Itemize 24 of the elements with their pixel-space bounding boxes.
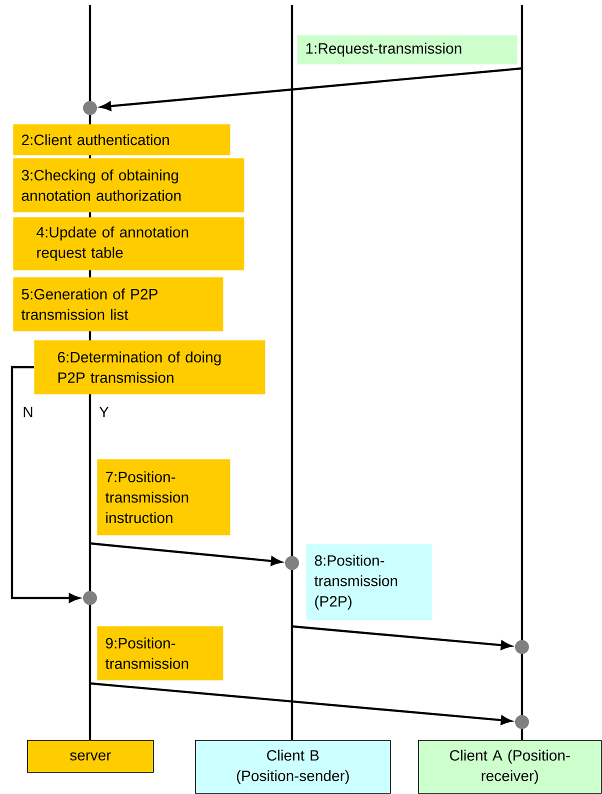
- lifeline-head-box: server: [27, 740, 154, 773]
- step-box: 4:Update of annotation request table: [13, 217, 244, 270]
- step-box: 3:Checking of obtaining annotation authorization: [13, 158, 244, 212]
- branch-label: Y: [99, 406, 109, 418]
- arrow: [292, 625, 512, 650]
- arrow: [90, 682, 512, 725]
- event-dot: [83, 101, 97, 115]
- event-dot: [515, 715, 529, 729]
- event-dot: [83, 591, 97, 605]
- step-box: 5:Generation of P2P transmission list: [13, 277, 224, 332]
- event-dot: [285, 556, 299, 570]
- lifeline-head-box: Client B (Position-sender): [195, 740, 391, 794]
- event-dot: [515, 640, 529, 654]
- note-box: 8:Position-transmission (P2P): [306, 544, 432, 620]
- lifeline-head-box: Client A (Position-receiver): [418, 740, 602, 794]
- decision-box: 6:Determination of doing P2P transmission: [34, 340, 266, 394]
- note-box: 1:Request-transmission: [297, 35, 518, 64]
- arrow: [90, 542, 282, 566]
- arrow: [100, 67, 522, 111]
- step-box: 9:Position-transmission: [97, 626, 224, 680]
- branch-label: N: [24, 406, 32, 418]
- arrow: [10, 366, 80, 603]
- step-box: 2:Client authentication: [13, 124, 230, 156]
- step-box: 7:Position-transmission instruction: [97, 459, 230, 536]
